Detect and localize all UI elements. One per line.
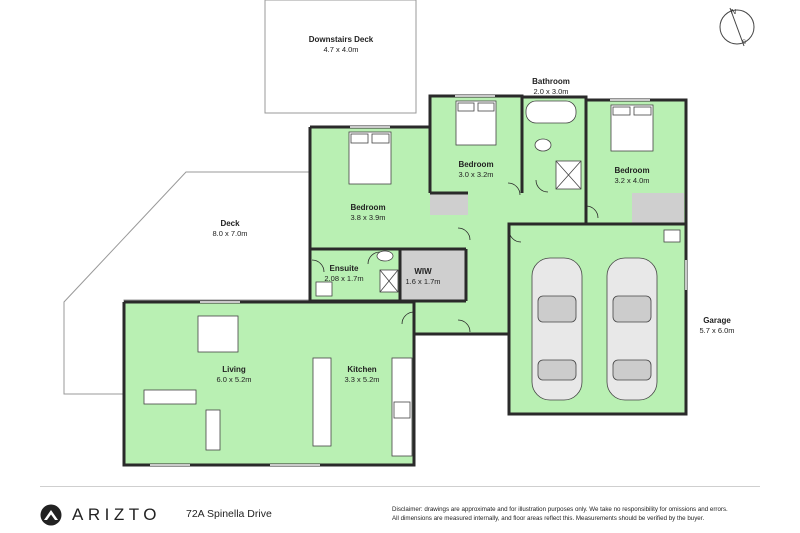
room-name: Kitchen [347,365,376,374]
floor-plan: N S Downstairs Deck 4.7 x 4.0m Deck 8.0 … [63,0,755,467]
room-dims: 4.7 x 4.0m [323,45,358,54]
room-dims: 1.6 x 1.7m [405,277,440,286]
doors [311,179,599,333]
room-dims: 2.08 x 1.7m [324,274,363,283]
room-dims: 3.8 x 3.9m [350,213,385,222]
room-dims: 3.0 x 3.2m [458,170,493,179]
room-wiw: WIW 1.6 x 1.7m [405,267,440,286]
room-ensuite: Ensuite 2.08 x 1.7m [324,264,363,283]
room-garage: Garage 5.7 x 6.0m [699,316,734,335]
room-name: Living [222,365,246,374]
room-dims: 2.0 x 3.0m [533,87,568,96]
floor-fill [124,96,686,465]
compass-icon: N S [719,7,755,47]
room-name: Bedroom [614,166,649,175]
walls [122,94,688,467]
room-living: Living 6.0 x 5.2m [216,365,251,384]
room-bathroom: Bathroom 2.0 x 3.0m [532,77,570,96]
room-name: Deck [220,219,240,228]
brand-logo[interactable]: ARIZTO [40,504,161,526]
brand-name: ARIZTO [72,505,162,524]
storage-areas [400,193,684,301]
compass-south-label: S [742,40,746,46]
room-bedroom-main: Bedroom 3.8 x 3.9m [350,203,385,222]
furniture [143,315,413,457]
disclaimer-line: Disclaimer: drawings are approximate and… [392,506,728,513]
bath-fixtures [315,100,681,297]
room-name: Downstairs Deck [309,35,374,44]
disclaimer: Disclaimer: drawings are approximate and… [392,506,752,523]
compass-north-label: N [731,9,736,16]
car-icon [531,257,658,401]
room-dims: 3.2 x 4.0m [614,176,649,185]
room-name: WIW [414,267,432,276]
room-downstairs-deck: Downstairs Deck 4.7 x 4.0m [264,0,417,114]
brand-logo-icon [40,504,62,526]
room-name: Bathroom [532,77,570,86]
room-name: Garage [703,316,731,325]
room-name: Bedroom [458,160,493,169]
room-bedroom-mid: Bedroom 3.0 x 3.2m [458,160,493,179]
room-kitchen: Kitchen 3.3 x 5.2m [344,365,379,384]
windows [150,95,687,466]
disclaimer-line: All dimensions are measured internally, … [392,514,705,522]
room-dims: 3.3 x 5.2m [344,375,379,384]
property-address: 72A Spinella Drive [186,508,272,520]
footer: ARIZTO 72A Spinella Drive Disclaimer: dr… [0,486,800,533]
room-dims: 5.7 x 6.0m [699,326,734,335]
room-name: Ensuite [330,264,359,273]
room-dims: 6.0 x 5.2m [216,375,251,384]
footer-divider [40,486,760,487]
room-bedroom-right: Bedroom 3.2 x 4.0m [614,166,649,185]
room-dims: 8.0 x 7.0m [212,229,247,238]
room-name: Bedroom [350,203,385,212]
bed-icon [348,100,654,185]
